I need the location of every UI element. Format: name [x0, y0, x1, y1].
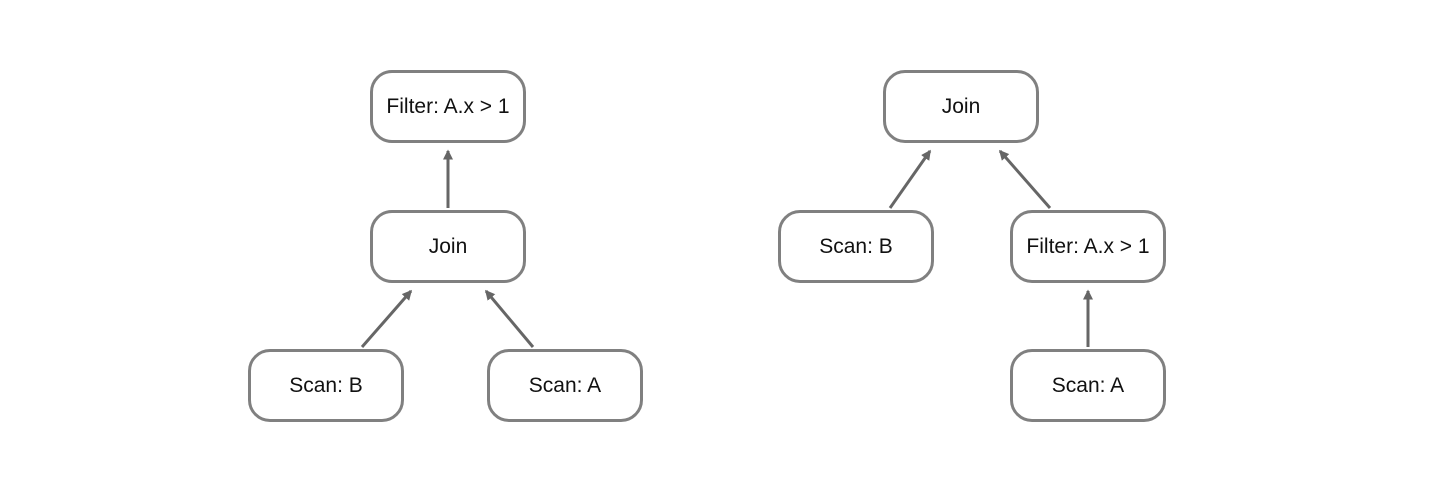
left-join-node: Join [370, 210, 526, 283]
right-join-node: Join [883, 70, 1039, 143]
left-scan-a-node: Scan: A [487, 349, 643, 422]
right-scan-a-node: Scan: A [1010, 349, 1166, 422]
edge-left-scan-b-to-join [360, 289, 413, 348]
right-scan-b-label: Scan: B [819, 235, 893, 258]
left-filter-node: Filter: A.x > 1 [370, 70, 526, 143]
left-scan-a-label: Scan: A [528, 374, 602, 397]
right-filter-node: Filter: A.x > 1 [1010, 210, 1166, 283]
right-scan-a-label: Scan: A [1051, 374, 1125, 397]
left-join-label: Join [428, 235, 468, 258]
edge-right-scan-b-to-join [888, 149, 932, 209]
left-scan-b-node: Scan: B [248, 349, 404, 422]
left-filter-label: Filter: A.x > 1 [386, 95, 510, 118]
right-join-label: Join [941, 95, 981, 118]
right-scan-b-node: Scan: B [778, 210, 934, 283]
edge-right-filter-to-join [998, 149, 1052, 209]
left-scan-b-label: Scan: B [289, 374, 363, 397]
right-filter-label: Filter: A.x > 1 [1026, 235, 1150, 258]
edge-left-scan-a-to-join [484, 289, 535, 348]
